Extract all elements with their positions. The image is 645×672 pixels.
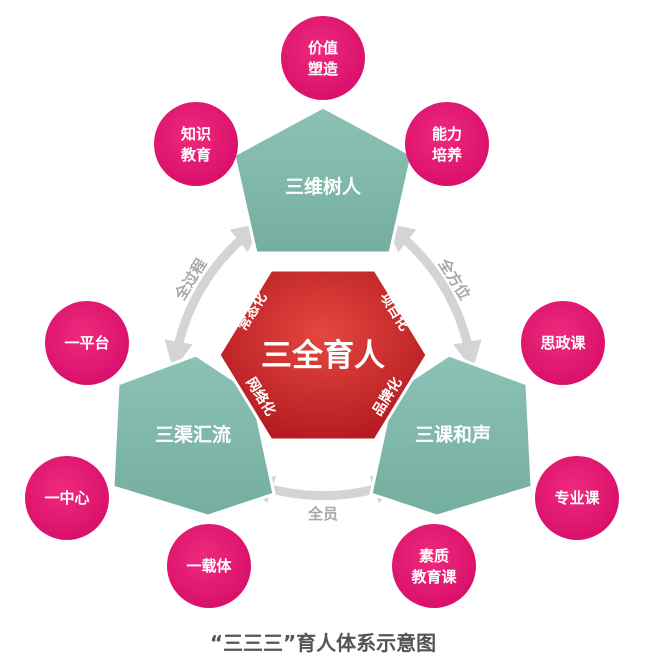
circle-ability-line1: 能力 <box>432 125 462 143</box>
circle-ability: 能力 培养 <box>405 102 489 186</box>
circle-quality-line1: 素质 <box>419 547 449 565</box>
circle-carrier-label: 一载体 <box>186 557 232 575</box>
circle-knowledge-line1: 知识 <box>181 125 211 143</box>
circle-center-one-label: 一中心 <box>44 489 89 507</box>
circle-ability-line2: 培养 <box>432 146 463 164</box>
pentagon-left <box>111 353 276 518</box>
circle-quality: 素质 教育课 <box>392 524 476 608</box>
arrow-left <box>164 223 262 371</box>
circle-knowledge-line2: 教育 <box>180 146 211 164</box>
arrow-bottom <box>244 475 402 504</box>
circle-value-line1: 价值 <box>308 39 338 57</box>
pentagon-right <box>369 353 534 518</box>
pentagon-top-label: 三维树人 <box>285 175 362 198</box>
circle-platform: 一平台 <box>45 301 129 385</box>
center-hexagon <box>217 268 429 442</box>
circle-quality-line2: 教育课 <box>410 568 457 586</box>
arrow-right <box>384 223 482 371</box>
circle-platform-label: 一平台 <box>64 334 109 352</box>
circle-knowledge: 知识 教育 <box>154 102 238 186</box>
circle-value: 价值 塑造 <box>281 16 365 100</box>
circle-value-line2: 塑造 <box>308 60 338 78</box>
center-label: 三全育人 <box>261 338 385 374</box>
circle-ideology: 思政课 <box>521 301 605 385</box>
circle-ideology-label: 思政课 <box>540 334 586 352</box>
diagram-caption: “三三三”育人体系示意图 <box>210 631 436 655</box>
circle-carrier: 一载体 <box>167 524 251 608</box>
circle-major: 专业课 <box>535 456 619 540</box>
circle-center-one: 一中心 <box>25 456 109 540</box>
pentagon-left-label: 三渠汇流 <box>155 423 231 446</box>
pentagon-right-label: 三课和声 <box>415 423 491 446</box>
circle-major-label: 专业课 <box>554 489 600 507</box>
pentagon-top <box>232 105 414 255</box>
arrow-label-bottom: 全员 <box>307 505 338 523</box>
